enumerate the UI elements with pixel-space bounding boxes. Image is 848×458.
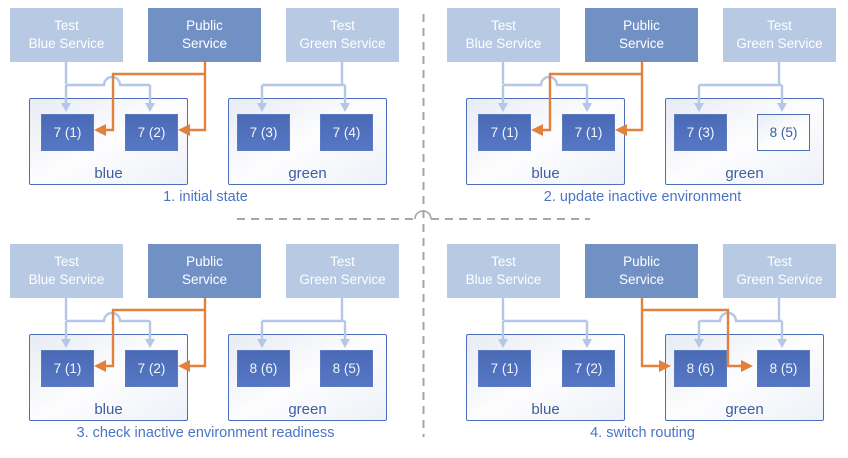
pod: 7 (3) — [674, 114, 727, 151]
environment-label: green — [725, 165, 764, 182]
green-environment-box: 8 (6) 8 (5) green — [228, 334, 387, 421]
pod: 7 (1) — [41, 350, 94, 387]
test-blue-service-box: Test Blue Service — [10, 244, 123, 298]
service-label-line: Test — [330, 18, 355, 34]
test-service-connectors — [501, 62, 784, 103]
blue-environment-box: 7 (1) 7 (2) blue — [466, 334, 625, 421]
pod: 7 (2) — [562, 350, 615, 387]
service-label-line: Service — [618, 36, 664, 51]
service-label-line: Test — [491, 254, 516, 270]
blue-environment-box: 7 (1) 7 (2) blue — [29, 98, 188, 185]
service-label-line: Test — [54, 254, 79, 270]
service-label-line: Blue Service — [28, 36, 105, 51]
panel-3-check-inactive-environment-readiness: Test Blue Service Public Service Test Gr… — [0, 236, 411, 458]
service-label-line: Service — [618, 272, 664, 287]
green-environment-box: 7 (3) 7 (4) green — [228, 98, 387, 185]
environment-label: green — [288, 165, 327, 182]
panel-2-update-inactive-environment: Test Blue Service Public Service Test Gr… — [437, 0, 848, 222]
service-label-line: Public — [186, 18, 223, 34]
public-service-box: Public Service — [585, 244, 698, 298]
panel-caption: 2. update inactive environment — [543, 189, 742, 205]
pod: 7 (4) — [320, 114, 373, 151]
service-label-line: Green Service — [736, 272, 823, 287]
service-label-line: Blue Service — [465, 272, 542, 287]
service-label-line: Blue Service — [28, 272, 105, 287]
service-label-line: Public — [623, 254, 660, 270]
service-label-line: Test — [767, 18, 792, 34]
public-service-box: Public Service — [585, 8, 698, 62]
pod: 8 (5) — [757, 350, 810, 387]
service-label-line: Test — [767, 254, 792, 270]
pod: 7 (1) — [478, 350, 531, 387]
blue-environment-box: 7 (1) 7 (1) blue — [466, 98, 625, 185]
pod: 7 (2) — [125, 114, 178, 151]
pod: 7 (3) — [237, 114, 290, 151]
test-green-service-box: Test Green Service — [723, 8, 836, 62]
test-service-connectors — [64, 298, 347, 339]
service-label-line: Service — [181, 36, 227, 51]
service-label-line: Blue Service — [465, 36, 542, 51]
environment-label: blue — [531, 401, 560, 418]
public-service-box: Public Service — [148, 8, 261, 62]
panel-caption: 3. check inactive environment readiness — [76, 425, 335, 441]
service-label-line: Public — [623, 18, 660, 34]
panel-caption: 4. switch routing — [590, 425, 695, 441]
blue-environment-box: 7 (1) 7 (2) blue — [29, 334, 188, 421]
green-environment-box: 7 (3) 8 (5) green — [665, 98, 824, 185]
service-label-line: Test — [54, 18, 79, 34]
test-green-service-box: Test Green Service — [723, 244, 836, 298]
pod: 7 (2) — [125, 350, 178, 387]
test-blue-service-box: Test Blue Service — [10, 8, 123, 62]
environment-label: green — [725, 401, 764, 418]
panel-caption: 1. initial state — [163, 189, 248, 205]
pod: 8 (5) — [320, 350, 373, 387]
service-label-line: Test — [330, 254, 355, 270]
pod: 8 (5) — [757, 114, 810, 151]
service-label-line: Green Service — [299, 272, 386, 287]
service-label-line: Green Service — [299, 36, 386, 51]
pod: 8 (6) — [674, 350, 727, 387]
pod: 8 (6) — [237, 350, 290, 387]
service-label-line: Service — [181, 272, 227, 287]
test-service-connectors — [501, 298, 784, 339]
service-label-line: Green Service — [736, 36, 823, 51]
green-environment-box: 8 (6) 8 (5) green — [665, 334, 824, 421]
divider-crossing-hop — [414, 210, 432, 220]
environment-label: blue — [94, 401, 123, 418]
panel-4-switch-routing: Test Blue Service Public Service Test Gr… — [437, 236, 848, 458]
pod: 7 (1) — [562, 114, 615, 151]
panel-1-initial-state: Test Blue Service Public Service Test Gr… — [0, 0, 411, 222]
environment-label: green — [288, 401, 327, 418]
service-label-line: Test — [491, 18, 516, 34]
test-service-connectors — [64, 62, 347, 103]
pod: 7 (1) — [41, 114, 94, 151]
environment-label: blue — [94, 165, 123, 182]
test-green-service-box: Test Green Service — [286, 244, 399, 298]
test-green-service-box: Test Green Service — [286, 8, 399, 62]
pod: 7 (1) — [478, 114, 531, 151]
test-blue-service-box: Test Blue Service — [447, 8, 560, 62]
public-service-box: Public Service — [148, 244, 261, 298]
environment-label: blue — [531, 165, 560, 182]
test-blue-service-box: Test Blue Service — [447, 244, 560, 298]
service-label-line: Public — [186, 254, 223, 270]
